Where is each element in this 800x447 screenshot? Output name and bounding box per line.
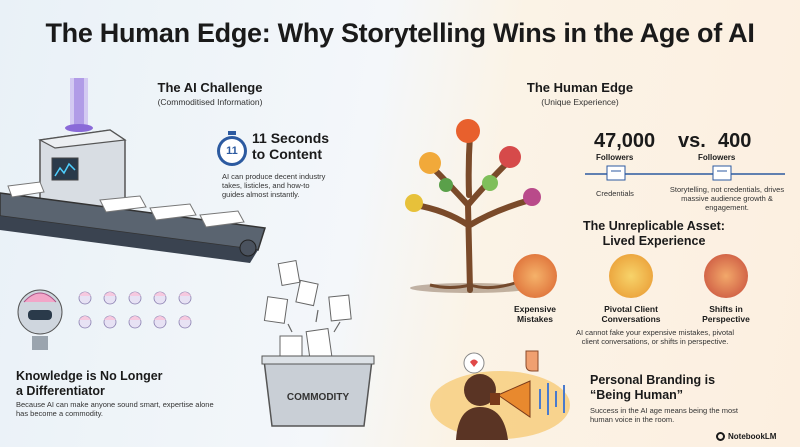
- notebooklm-logo-icon: [716, 432, 725, 441]
- asset-label-perspective-2: Perspective: [702, 314, 750, 324]
- asset-label-conversations-1: Pivotal Client: [604, 304, 658, 314]
- ai-challenge-subheading: (Commoditised Information): [157, 97, 263, 107]
- knowledge-description: Because AI can make anyone sound smart, …: [16, 400, 214, 418]
- footer-brand: NotebookLM: [716, 432, 776, 441]
- knowledge-headline-1: Knowledge is No Longer: [16, 369, 163, 383]
- asset-label-mistakes-1: Expensive: [513, 304, 557, 314]
- megaphone-speaker-illustration: [430, 350, 570, 440]
- caption-right: Storytelling, not credentials, drives ma…: [669, 185, 785, 212]
- ai-machine-conveyor-illustration: [0, 78, 266, 263]
- asset-description-2: client conversations, or shifts in persp…: [581, 337, 729, 346]
- asset-title-1: The Unreplicable Asset:: [583, 219, 725, 233]
- asset-label-conversations-2: Conversations: [601, 314, 661, 324]
- asset-label-perspective-1: Shifts in: [709, 304, 743, 314]
- stat-left-value: 47,000: [594, 130, 656, 152]
- broken-vase-icon: [513, 254, 557, 298]
- timer-description: AI can produce decent industry takes, li…: [222, 172, 326, 199]
- branding-headline-2: “Being Human”: [590, 388, 684, 402]
- page-title: The Human Edge: Why Storytelling Wins in…: [45, 18, 755, 48]
- commodity-bin-illustration: [261, 260, 375, 427]
- conversation-icon: [609, 254, 653, 298]
- caption-left: Credentials: [596, 189, 634, 198]
- human-edge-subheading: (Unique Experience): [541, 97, 619, 107]
- timer-headline-1: 11 Seconds: [252, 130, 330, 146]
- followers-left-label: Followers: [596, 153, 634, 162]
- ai-challenge-heading: The AI Challenge: [157, 80, 263, 95]
- stats-divider-icons: [585, 165, 785, 181]
- followers-right-label: Followers: [698, 153, 736, 162]
- footer-brand-label: NotebookLM: [728, 432, 777, 441]
- stat-vs: vs.: [678, 130, 706, 152]
- human-edge-heading: The Human Edge: [526, 80, 634, 95]
- knowledge-headline-2: a Differentiator: [16, 384, 105, 398]
- stopwatch-icon: [217, 131, 247, 166]
- asset-description-1: AI cannot fake your expensive mistakes, …: [576, 328, 734, 337]
- mountain-summit-icon: [704, 254, 748, 298]
- commodity-bin-label: COMMODITY: [286, 392, 350, 403]
- stopwatch-value: 11: [226, 145, 238, 157]
- robot-crowd-illustration: [17, 289, 192, 350]
- timer-headline-2: to Content: [252, 146, 322, 162]
- asset-label-mistakes-2: Mistakes: [517, 314, 553, 324]
- tree-illustration: [405, 119, 541, 293]
- stat-right-value: 400: [718, 130, 752, 152]
- branding-description: Success in the AI age means being the mo…: [590, 406, 739, 424]
- asset-title-2: Lived Experience: [602, 234, 706, 248]
- branding-headline-1: Personal Branding is: [590, 373, 716, 387]
